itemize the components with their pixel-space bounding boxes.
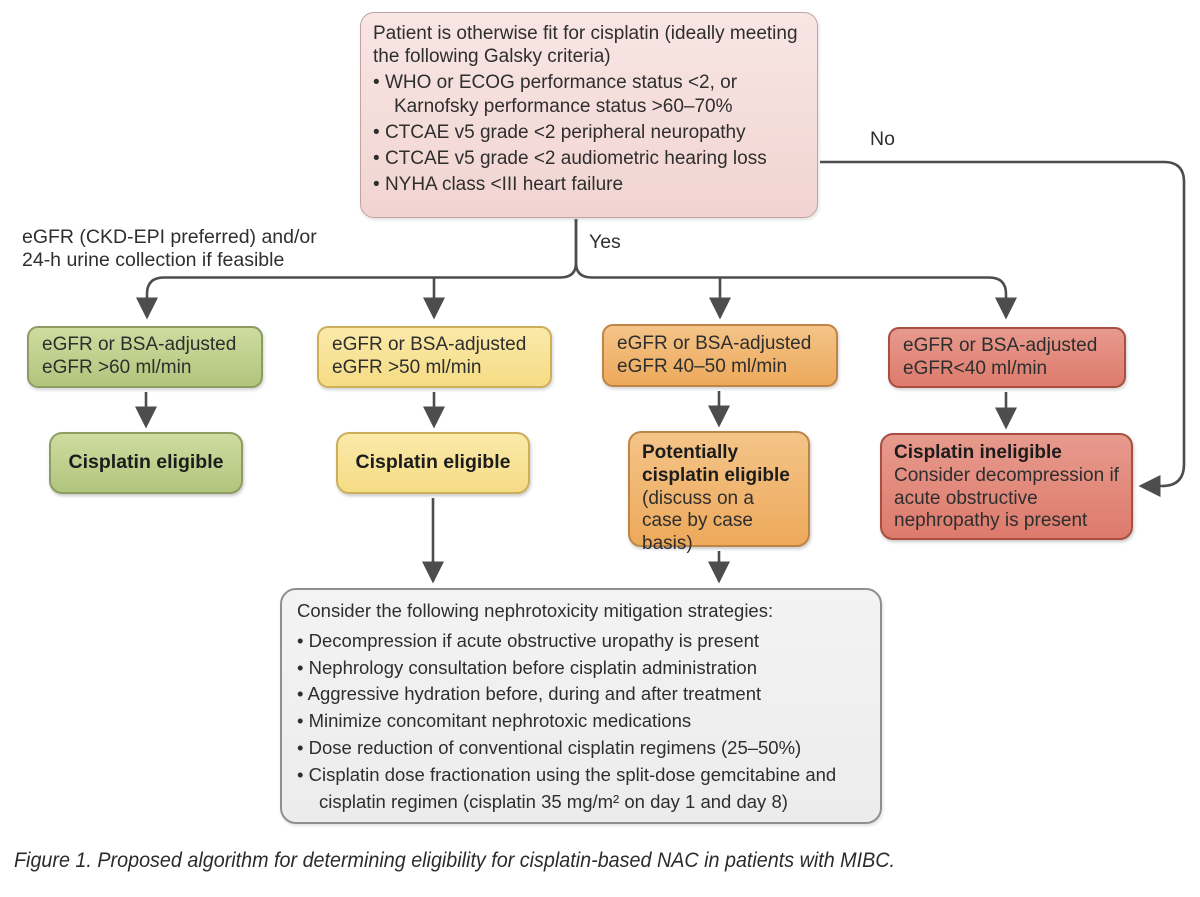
criteria-text: eGFR or BSA-adjusted (42, 334, 237, 356)
mitigation-item: Minimize concomitant nephrotoxic medicat… (297, 708, 865, 735)
fitness-criterion: CTCAE v5 grade <2 peripheral neuropathy (373, 121, 805, 144)
mitigation-intro: Consider the following nephrotoxicity mi… (297, 600, 774, 621)
egfr-method-note-line1: eGFR (CKD-EPI preferred) and/or (22, 226, 317, 248)
mitigation-item: Aggressive hydration before, during and … (297, 681, 865, 708)
outcome-box-eligible-green: Cisplatin eligible (49, 432, 243, 494)
outcome-title: Cisplatin ineligible (894, 442, 1062, 463)
fitness-criterion: CTCAE v5 grade <2 audiometric hearing lo… (373, 147, 805, 170)
outcome-box-eligible-yellow: Cisplatin eligible (336, 432, 530, 494)
fitness-criteria-list: WHO or ECOG performance status <2, or Ka… (373, 71, 805, 196)
criteria-text: eGFR 40–50 ml/min (617, 355, 788, 377)
outcome-title: Cisplatin eligible (355, 451, 511, 474)
criteria-text: eGFR or BSA-adjusted (617, 332, 812, 354)
outcome-subtext: (discuss on a case by case basis) (642, 487, 754, 555)
outcome-subtext: Consider decompression if acute obstruct… (894, 464, 1119, 532)
mitigation-item: Cisplatin dose fractionation using the s… (297, 762, 865, 816)
egfr-method-note-line2: 24-h urine collection if feasible (22, 249, 285, 272)
fitness-criteria-box: Patient is otherwise fit for cisplatin (… (360, 12, 818, 218)
criteria-text: eGFR >50 ml/min (332, 357, 482, 378)
criteria-box-egfr-gt50: eGFR or BSA-adjusted eGFR >50 ml/min (317, 326, 552, 388)
mitigation-item: Dose reduction of conventional cisplatin… (297, 735, 865, 762)
mitigation-item: Decompression if acute obstructive uropa… (297, 628, 865, 655)
criteria-box-egfr-40-50: eGFR or BSA-adjusted eGFR 40–50 ml/min (602, 324, 838, 387)
fitness-criterion: NYHA class <III heart failure (373, 173, 805, 196)
mitigation-list: Decompression if acute obstructive uropa… (297, 628, 865, 816)
outcome-box-ineligible: Cisplatin ineligible Consider decompress… (880, 433, 1133, 540)
criteria-box-egfr-lt40: eGFR or BSA-adjusted eGFR<40 ml/min (888, 327, 1126, 388)
criteria-text: eGFR<40 ml/min (903, 357, 1048, 379)
outcome-title: Potentially cisplatin eligible (642, 442, 790, 486)
yes-branch-right-connector (574, 219, 1018, 320)
criteria-text: eGFR or BSA-adjusted (332, 334, 527, 356)
yes-label: Yes (589, 231, 621, 253)
mitigation-item: Nephrology consultation before cisplatin… (297, 655, 865, 682)
fitness-criteria-intro: Patient is otherwise fit for cisplatin (… (373, 23, 798, 68)
outcome-box-potentially-eligible: Potentially cisplatin eligible (discuss … (628, 431, 810, 554)
figure-caption: Figure 1. Proposed algorithm for determi… (14, 849, 896, 872)
no-label: No (870, 128, 895, 150)
fitness-criterion: WHO or ECOG performance status <2, or Ka… (373, 71, 805, 117)
outcome-title: Cisplatin eligible (68, 451, 224, 474)
criteria-text: eGFR >60 ml/min (42, 357, 192, 378)
mitigation-strategies-box: Consider the following nephrotoxicity mi… (280, 588, 882, 824)
criteria-box-egfr-gt60: eGFR or BSA-adjusted eGFR >60 ml/min (27, 326, 263, 388)
criteria-text: eGFR or BSA-adjusted (903, 334, 1098, 356)
egfr-method-note: eGFR (CKD-EPI preferred) and/or 24-h uri… (22, 226, 317, 273)
